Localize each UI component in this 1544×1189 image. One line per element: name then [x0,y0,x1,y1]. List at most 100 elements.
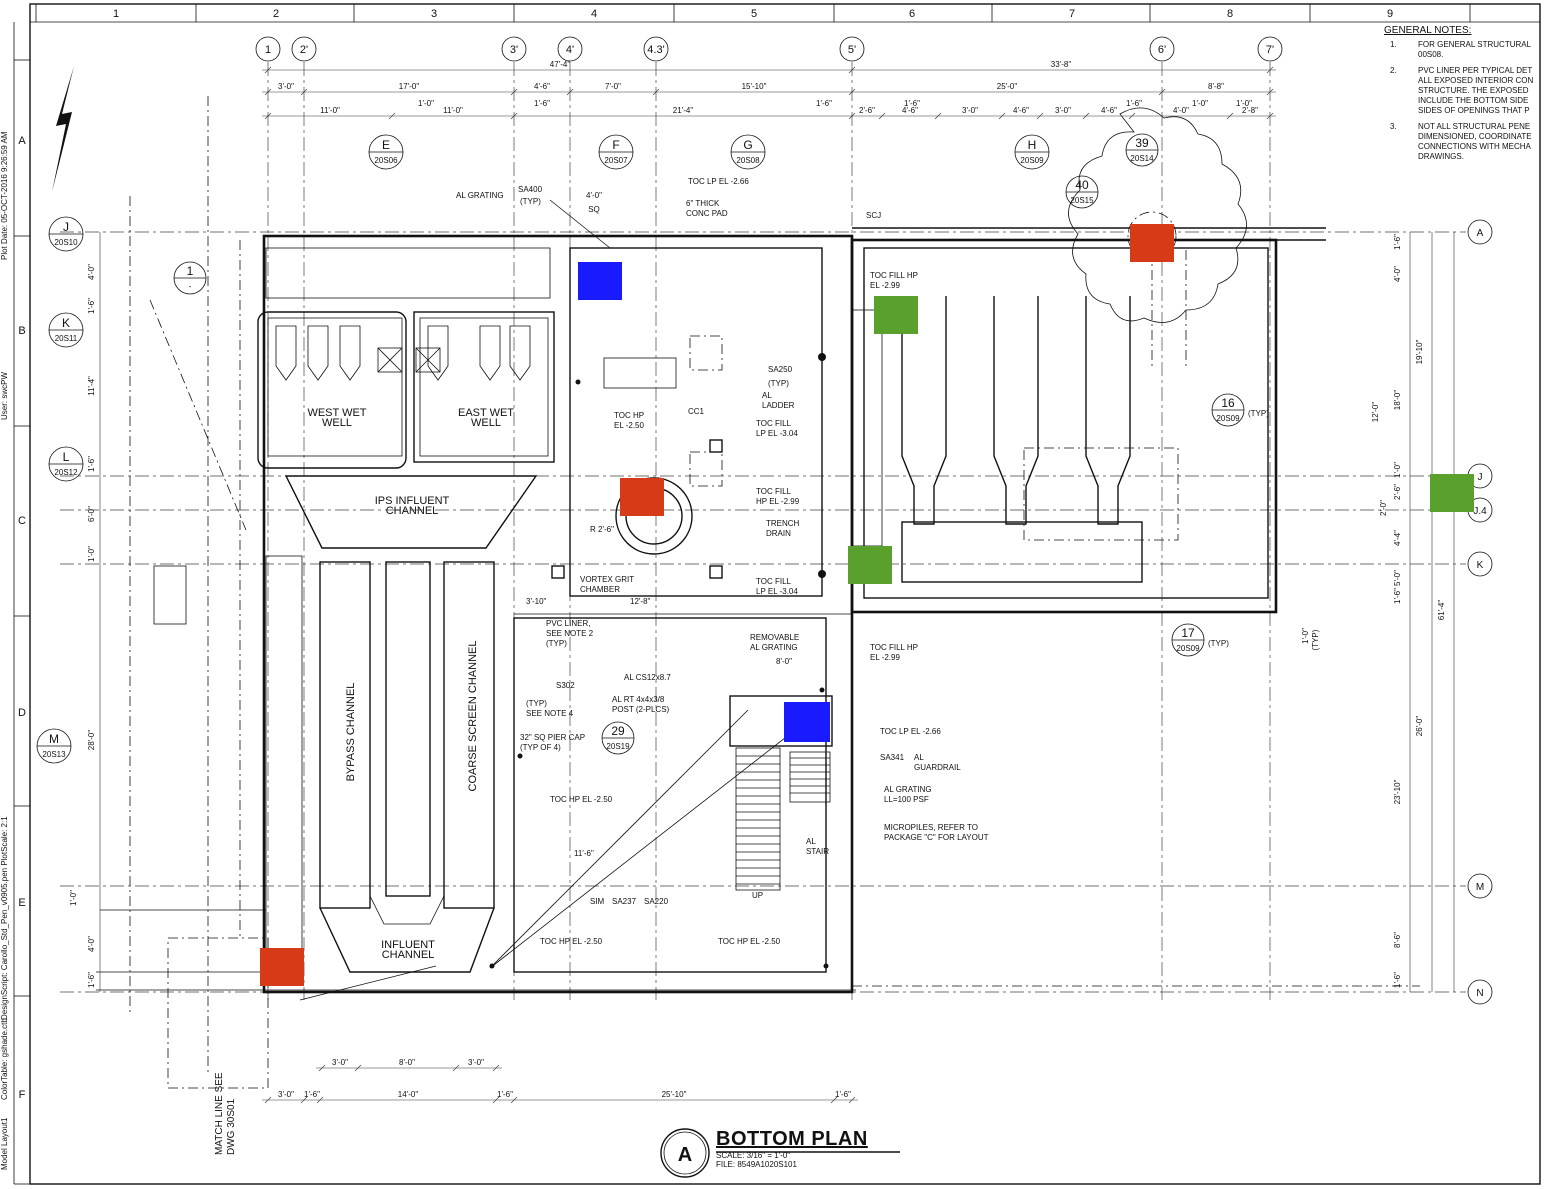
grid-bubble-col [501,36,527,62]
marker-green-3 [1430,474,1474,512]
label-al_ladder: LADDER [762,401,795,410]
column-number-7: 7 [1069,8,1075,20]
grid-bubble-col [1149,36,1175,62]
detail-callout-sheet: 20S14 [1130,154,1154,163]
label-toc_fill_lp_304: TOC FILL [756,419,792,428]
grid-row-label: M [1476,882,1484,893]
dim-top-row4: 4'-6" [1013,106,1029,115]
label-up: UP [752,891,763,900]
label-dim_80: 8'-0" [776,657,792,666]
dim-top-row4: 21'-4" [673,106,694,115]
row-letter-F: F [19,1089,26,1101]
section-callout-id: L [63,450,70,464]
dim-top-row4: 3'-0" [962,106,978,115]
label-see_note_4: (TYP) [526,699,547,708]
label-sa220: SA220 [644,897,669,906]
section-callout-id: J [63,220,69,234]
section-callout-L[interactable]: L 20S12 [48,446,84,482]
grid-row-label: N [1476,988,1483,999]
label-toc_hp_250: EL -2.50 [614,421,644,430]
label-cc1-top: CC1 [688,407,705,416]
dim-right-side: 1'-6" [1393,234,1402,250]
dim-top-row3: 1'-6" [816,99,832,108]
dim-top-row3: 1'-0" [1236,99,1252,108]
dim-right-side: 1'-6" [1393,588,1402,604]
label-east_wet_well: EAST WET [458,407,514,419]
label-al_grating_ll: AL GRATING [884,785,932,794]
detail-callout-id: 39 [1135,136,1149,150]
dim-top-row4: 11'-0" [443,106,463,115]
column-number-4: 4 [591,8,597,20]
dim-right-side: 1'-0" [1393,462,1402,478]
label-ips_influent: IPS INFLUENT [375,495,450,507]
dim-right-side: 12'-0" [1371,402,1380,423]
grid-bubble-col [643,36,669,62]
dim-left-side: 4'-0" [87,936,96,952]
grid-bubble-row [1467,873,1493,899]
dim-top-row2: 4'-6" [534,82,550,91]
column-number-2: 2 [273,8,279,20]
dim-left-side: 6'-0" [87,506,96,522]
section-callout-sheet: 20S11 [55,334,78,343]
drawing-scale: SCALE: 3/16" = 1'-0" [716,1151,791,1160]
label-dim_128: 12'-8" [630,597,651,606]
dim-right-side: 2'-0" [1379,500,1388,516]
section-callout-id: F [612,138,619,152]
dim-left-side: 4'-0" [87,264,96,280]
label-east_wet_well: WELL [471,417,501,429]
dim-right-side: 1'-0" [1301,628,1310,644]
detail-callout-sheet: 20S09 [1176,644,1200,653]
label-dim_310: 3'-10" [526,597,547,606]
column-number-6: 6 [909,8,915,20]
dim-right-side: 19'-10" [1415,339,1424,364]
label-west_wet_well: WEST WET [307,407,366,419]
label-typ-ladder: (TYP) [768,379,789,388]
column-number-3: 3 [431,8,437,20]
dim-top-overall: 47'-4" [550,60,571,69]
title-marker [660,1128,710,1178]
label-sq: SQ [588,205,600,214]
detail-callout-1[interactable]: 1- [173,261,207,295]
marker-red-1 [1130,224,1174,262]
section-callout-sheet: 20S12 [54,468,78,477]
grid-bubble-col [291,36,317,62]
grid-col-label: 5' [848,44,856,56]
grid-row-label: J [1478,472,1483,483]
dim-left-side: 1'-0" [69,890,78,906]
marker-red-3 [260,948,304,986]
grid-bubble-col [557,36,583,62]
label-toc_fill_hp_299b: TOC FILL [756,487,792,496]
section-callout-sheet: 20S13 [42,750,66,759]
detail-callout-39[interactable]: 39 20S14 [1125,133,1159,167]
label-removable: AL GRATING [750,643,798,652]
dim-left-side: 28'-0" [87,730,96,751]
label-toc_hp_250_c: TOC HP EL -2.50 [718,937,781,946]
label-toc_lp_266_b: TOC LP EL -2.66 [880,727,941,736]
title-block: BOTTOM PLAN SCALE: 3/16" = 1'-0" FILE: 8… [716,1128,868,1169]
grid-row-label: K [1477,560,1484,571]
label-pvc_liner: (TYP) [546,639,567,648]
dim-top-row4: 2'-8" [1242,106,1258,115]
label-pvc_liner: PVC LINER, [546,619,590,628]
dim-right-side: 2'-6" [1393,484,1402,500]
row-letter-D: D [18,707,26,719]
detail-callout-sheet: 20S09 [1216,414,1240,423]
section-callout-id: E [382,138,390,152]
label-toc_fill_hp_299c: TOC FILL HP [870,643,918,652]
label-ips_influent: CHANNEL [386,505,439,517]
grid-bubble-row [1467,219,1493,245]
